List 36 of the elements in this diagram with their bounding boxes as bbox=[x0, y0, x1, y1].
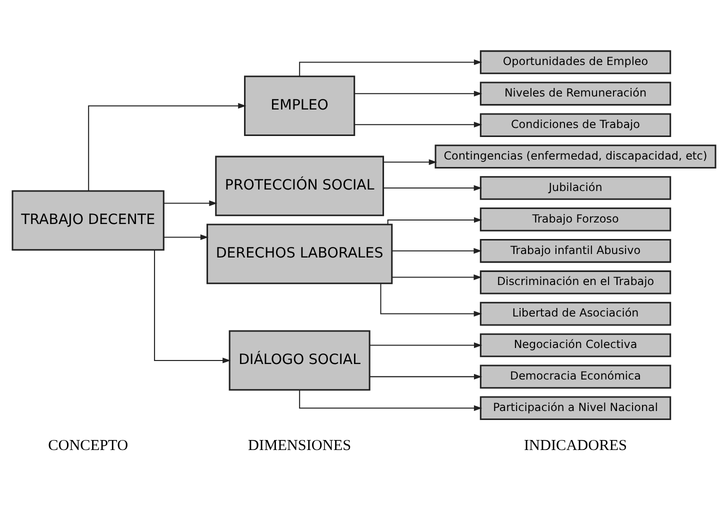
arrow bbox=[354, 90, 482, 97]
node-box: Negociación Colectiva bbox=[480, 333, 672, 358]
node-box: PROTECCIÓN SOCIAL bbox=[215, 156, 384, 216]
arrow bbox=[370, 374, 482, 380]
arrow bbox=[387, 217, 482, 224]
arrow bbox=[88, 102, 246, 191]
label: CONCEPTO bbox=[48, 437, 128, 454]
arrow bbox=[354, 122, 482, 128]
arrow bbox=[392, 248, 482, 254]
arrow bbox=[299, 390, 482, 411]
arrow bbox=[384, 185, 482, 191]
node-box: DERECHOS LABORALES bbox=[206, 224, 393, 284]
arrow bbox=[164, 234, 209, 240]
arrow bbox=[370, 342, 482, 348]
node-box: Participación a Nivel Nacional bbox=[480, 396, 672, 420]
node-box: Trabajo Forzoso bbox=[480, 208, 672, 232]
node-box: Trabajo infantil Abusivo bbox=[480, 238, 672, 263]
label: DIMENSIONES bbox=[248, 437, 352, 454]
arrow bbox=[164, 200, 218, 206]
arrow bbox=[384, 159, 437, 165]
node-box: Discriminación en el Trabajo bbox=[480, 270, 672, 294]
arrow bbox=[392, 274, 482, 280]
node-box: Condiciones de Trabajo bbox=[480, 113, 672, 138]
node-box: Niveles de Remuneración bbox=[480, 82, 672, 106]
arrow bbox=[380, 284, 482, 317]
label: INDICADORES bbox=[524, 437, 628, 454]
node-box: DIÁLOGO SOCIAL bbox=[228, 330, 370, 391]
node-box: Contingencias (enfermedad, discapacidad, etc) bbox=[434, 144, 716, 168]
arrow bbox=[299, 59, 482, 76]
node-box: EMPLEO bbox=[244, 76, 356, 136]
node-box: Oportunidades de Empleo bbox=[480, 50, 672, 74]
node-box: TRABAJO DECENTE bbox=[12, 190, 164, 251]
arrow bbox=[154, 250, 231, 364]
node-box: Democracia Económica bbox=[480, 364, 672, 389]
node-box: Jubilación bbox=[480, 176, 672, 200]
node-box: Libertad de Asociación bbox=[480, 302, 672, 326]
